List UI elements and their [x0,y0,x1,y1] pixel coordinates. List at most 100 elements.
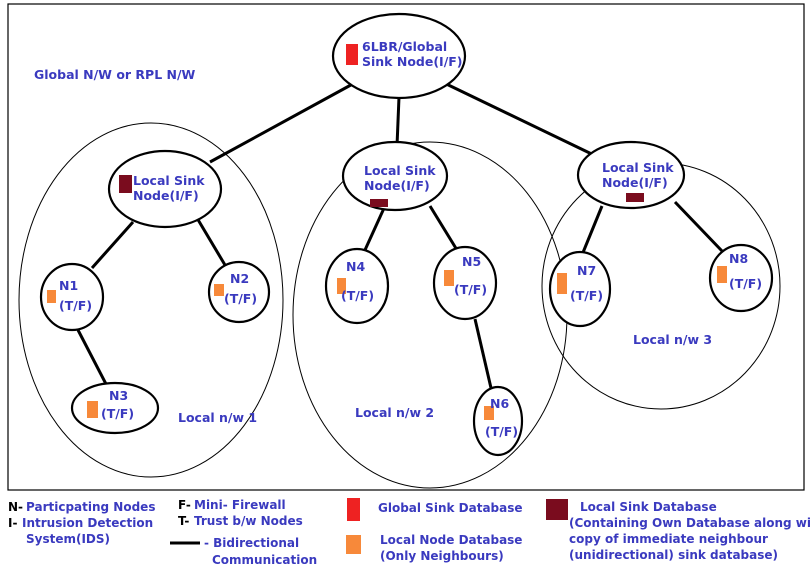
root-node-label-line2: Sink Node(I/F) [362,54,463,69]
node-n5-tf: (T/F) [454,282,487,297]
legend-line-text-2: Communication [212,553,317,567]
link-sink1-n1 [90,221,135,269]
node-n1-ellipse [39,262,105,332]
node-n6-tf: (T/F) [485,424,518,439]
legend-local-sink-db-swatch [546,499,568,520]
node-n3-id: N3 [109,388,128,403]
link-sink3-n8 [673,200,724,253]
node-n5-ellipse [432,245,498,321]
local-sink-node-2: Local Sink Node(I/F) [341,140,449,212]
local-network-2-label: Local n/w 2 [355,405,434,420]
link-n1-n3 [76,329,108,385]
legend-n-text: Particpating Nodes [26,500,155,514]
node-n2-id: N2 [230,271,249,286]
link-root-sink2 [395,96,401,147]
local-node-database-icon [444,270,454,286]
node-n7-ellipse [548,250,612,328]
local-node-database-icon [484,406,494,420]
local-node-database-icon [214,284,224,296]
sink-2-ellipse [341,140,449,212]
legend-i-text-1: Intrusion Detection [22,516,153,530]
local-network-1-label: Local n/w 1 [178,410,257,425]
local-sink-database-icon [119,175,132,193]
legend-global-sink-db-swatch [347,498,360,521]
node-n4-tf: (T/F) [341,288,374,303]
node-n8-id: N8 [729,251,748,266]
node-n4: N4 (T/F) [324,247,390,325]
legend-i-key: I- [8,516,17,530]
node-n7-id: N7 [577,263,596,278]
sink-1-ellipse [107,149,223,229]
node-n8: N8 (T/F) [708,243,774,313]
legend-i-text-2: System(IDS) [26,532,110,546]
node-n6-ellipse [472,385,524,457]
node-n8-tf: (T/F) [729,276,762,291]
node-n7: N7 (T/F) [548,250,612,328]
global-sink-database-icon [346,44,358,65]
global-network-label: Global N/W or RPL N/W [34,67,196,82]
root-sink-node: 6LBR/Global Sink Node(I/F) [331,12,467,100]
local-network-3-label: Local n/w 3 [633,332,712,347]
local-node-database-icon [47,290,56,303]
node-n3: N3 (T/F) [70,381,160,435]
legend-local-node-db-swatch [346,535,361,554]
link-sink2-n5 [428,205,459,251]
local-sink-database-icon [626,193,644,202]
legend-local-node-db-text-1: Local Node Database [380,533,522,547]
sink-3-label-line2: Node(I/F) [602,175,668,190]
local-sink-node-1: Local Sink Node(I/F) [107,149,223,229]
local-network-1-region [18,122,284,478]
node-n4-id: N4 [346,259,365,274]
local-node-database-icon [337,278,346,294]
node-n3-ellipse [70,381,160,435]
link-root-sink1 [209,78,361,164]
legend-t-text: Trust b/w Nodes [194,514,303,528]
sink-3-label-line1: Local Sink [602,160,674,175]
node-n2-tf: (T/F) [224,291,257,306]
legend-local-sink-db-text-4: (unidirectional) sink database) [569,548,778,562]
node-n2-ellipse [207,260,271,324]
legend-local-sink-db-text-1: Local Sink Database [580,500,717,514]
local-node-database-icon [87,401,98,418]
legend-line-text-1: - Bidirectional [204,536,299,550]
node-n2: N2 (T/F) [207,260,271,324]
node-n1-tf: (T/F) [59,298,92,313]
sink-2-label-line1: Local Sink [364,163,436,178]
node-n1: N1 (T/F) [39,262,105,332]
global-network-frame [7,3,805,491]
node-n5: N5 (T/F) [432,245,498,321]
link-sink3-n7 [580,205,604,256]
node-n6: N6 (T/F) [472,385,524,457]
link-sink1-n2 [195,217,227,266]
legend: N- Particpating Nodes I- Intrusion Detec… [8,498,810,567]
node-n3-tf: (T/F) [101,406,134,421]
legend-f-text: Mini- Firewall [194,498,286,512]
links [76,78,724,389]
sink-3-ellipse [576,140,686,210]
sink-1-label-line1: Local Sink [133,173,205,188]
link-root-sink3 [437,78,601,160]
node-n1-id: N1 [59,278,78,293]
legend-local-node-db-text-2: (Only Neighbours) [380,549,504,563]
link-sink2-n4 [363,205,387,251]
legend-n-key: N- [8,500,23,514]
link-n5-n6 [473,318,493,389]
root-node-label-line1: 6LBR/Global [362,39,447,54]
root-node-ellipse [331,12,467,100]
legend-local-sink-db-text-3: copy of immediate neighbour [569,532,768,546]
local-node-database-icon [717,266,727,283]
node-n7-tf: (T/F) [570,288,603,303]
legend-local-sink-db-text-2: (Containing Own Database along with [569,516,810,530]
local-node-database-icon [557,273,567,294]
local-sink-database-icon [370,199,388,207]
sink-2-label-line2: Node(I/F) [364,178,430,193]
legend-t-key: T- [178,514,189,528]
node-n6-id: N6 [490,396,509,411]
local-sink-node-3: Local Sink Node(I/F) [576,140,686,210]
node-n8-ellipse [708,243,774,313]
node-n5-id: N5 [462,254,481,269]
legend-global-sink-db-text: Global Sink Database [378,501,523,515]
legend-f-key: F- [178,498,191,512]
sink-1-label-line2: Node(I/F) [133,188,199,203]
